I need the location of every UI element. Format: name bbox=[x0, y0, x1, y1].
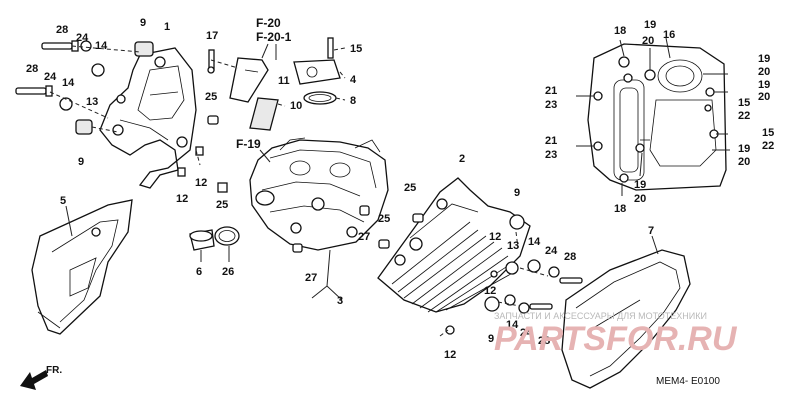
callout-20: 20 bbox=[758, 91, 770, 103]
callout-26: 26 bbox=[222, 266, 234, 278]
callout-9: 9 bbox=[78, 156, 84, 168]
callout-9: 9 bbox=[140, 17, 146, 29]
front-label: FR. bbox=[46, 365, 62, 376]
callout-12: 12 bbox=[489, 231, 501, 243]
callout-19: 19 bbox=[738, 143, 750, 155]
callout-14: 14 bbox=[528, 236, 541, 248]
callout-28: 28 bbox=[538, 335, 550, 347]
callout-12: 12 bbox=[195, 177, 207, 189]
callout-19: 19 bbox=[758, 53, 770, 65]
callout-8: 8 bbox=[350, 95, 356, 107]
callout-20: 20 bbox=[642, 35, 654, 47]
callout-25: 25 bbox=[205, 91, 217, 103]
callout-1: 1 bbox=[164, 21, 170, 33]
callout-9: 9 bbox=[514, 187, 520, 199]
callout-13: 13 bbox=[507, 240, 519, 252]
callout-11: 11 bbox=[278, 75, 290, 87]
callout-3: 3 bbox=[337, 295, 343, 307]
callout-7: 7 bbox=[648, 225, 654, 237]
callout-12: 12 bbox=[484, 285, 496, 297]
callout-5: 5 bbox=[60, 195, 66, 207]
callout-2: 2 bbox=[459, 153, 465, 165]
callout-24: 24 bbox=[520, 327, 533, 339]
plug-and-gasket bbox=[189, 226, 240, 262]
callout-25: 25 bbox=[404, 182, 416, 194]
callout-20: 20 bbox=[738, 156, 750, 168]
callout-24: 24 bbox=[44, 71, 57, 83]
callout-13: 13 bbox=[86, 96, 98, 108]
cylinder-block bbox=[377, 177, 583, 337]
callout-23: 23 bbox=[545, 149, 557, 161]
callout-12: 12 bbox=[176, 193, 188, 205]
watermark-logo: PARTSFOR.RU bbox=[494, 320, 738, 358]
callout-17: 17 bbox=[206, 30, 218, 42]
callout-21: 21 bbox=[545, 85, 557, 97]
diagram-code: MEM4- E0100 bbox=[656, 376, 720, 387]
callout-24: 24 bbox=[76, 32, 89, 44]
callout-22: 22 bbox=[762, 140, 774, 152]
callout-14: 14 bbox=[62, 77, 75, 89]
front-direction-arrow: FR. bbox=[20, 365, 62, 390]
callout-27: 27 bbox=[305, 272, 317, 284]
right-side-cover bbox=[561, 235, 691, 389]
callout-25: 25 bbox=[216, 199, 228, 211]
ref-f201: F-20-1 bbox=[256, 30, 292, 44]
cylinder-head bbox=[249, 137, 389, 301]
callout-9: 9 bbox=[488, 333, 494, 345]
left-side-cover bbox=[31, 199, 133, 335]
callout-4: 4 bbox=[350, 74, 357, 86]
callout-25: 25 bbox=[378, 213, 390, 225]
callout-10: 10 bbox=[290, 100, 302, 112]
ref-f19: F-19 bbox=[236, 137, 261, 151]
callout-21: 21 bbox=[545, 135, 557, 147]
callout-15: 15 bbox=[738, 97, 750, 109]
callout-19: 19 bbox=[634, 179, 646, 191]
front-arrow-icon bbox=[20, 370, 48, 390]
watermark-text: ЗАПЧАСТИ И АКСЕССУАРЫ ДЛЯ МОТОТЕХНИКИ bbox=[494, 311, 707, 321]
callout-12: 12 bbox=[444, 349, 456, 361]
section-references: F-20 F-20-1 F-19 bbox=[236, 16, 292, 163]
watermark: ЗАПЧАСТИ И АКСЕССУАРЫ ДЛЯ МОТОТЕХНИКИ PA… bbox=[494, 311, 738, 358]
callout-14: 14 bbox=[95, 40, 108, 52]
callout-23: 23 bbox=[545, 99, 557, 111]
callout-28: 28 bbox=[26, 63, 38, 75]
callout-18: 18 bbox=[614, 25, 626, 37]
callout-28: 28 bbox=[56, 24, 68, 36]
sensor-parts-cluster bbox=[207, 37, 346, 131]
callout-15: 15 bbox=[350, 43, 362, 55]
callout-24: 24 bbox=[545, 245, 558, 257]
callout-28: 28 bbox=[564, 251, 576, 263]
ref-f20: F-20 bbox=[256, 16, 281, 30]
callout-15: 15 bbox=[762, 127, 774, 139]
callout-16: 16 bbox=[663, 29, 675, 41]
callout-18: 18 bbox=[614, 203, 626, 215]
callout-6: 6 bbox=[196, 266, 202, 278]
head-top-view bbox=[576, 37, 730, 196]
bracket-assembly bbox=[15, 40, 228, 193]
callout-14: 14 bbox=[506, 319, 519, 331]
callout-27: 27 bbox=[358, 231, 370, 243]
callout-19: 19 bbox=[758, 79, 770, 91]
callout-19: 19 bbox=[644, 19, 656, 31]
callout-20: 20 bbox=[634, 193, 646, 205]
callout-labels: 9 1 28 24 14 28 24 14 13 9 17 25 12 12 2… bbox=[26, 17, 774, 361]
callout-20: 20 bbox=[758, 66, 770, 78]
callout-22: 22 bbox=[738, 110, 750, 122]
